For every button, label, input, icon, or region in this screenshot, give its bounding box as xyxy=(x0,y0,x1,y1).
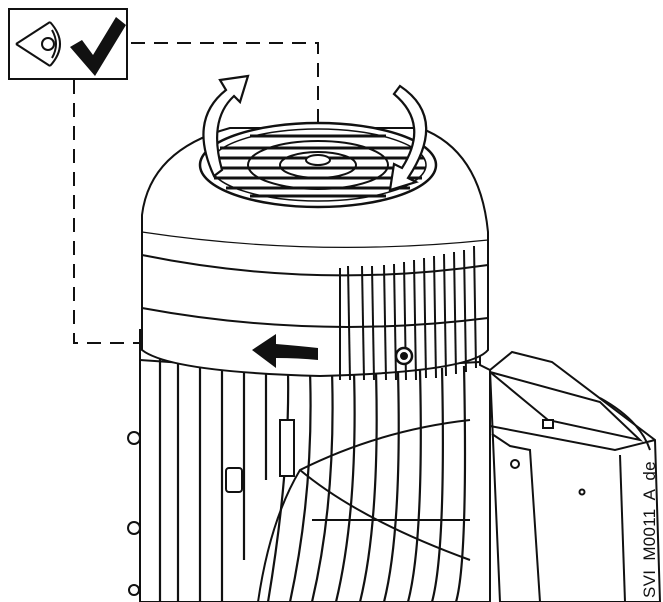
direction-arrow-icon xyxy=(252,334,318,368)
terminal-box xyxy=(488,350,662,602)
eye-icon xyxy=(15,21,61,67)
rotation-arrow-icon xyxy=(202,74,428,192)
fan-grille xyxy=(198,121,438,209)
check-icon xyxy=(70,17,126,76)
figure-code-label: SVI M0011 A de xyxy=(640,461,659,598)
visual-check-icon-box xyxy=(8,8,128,80)
